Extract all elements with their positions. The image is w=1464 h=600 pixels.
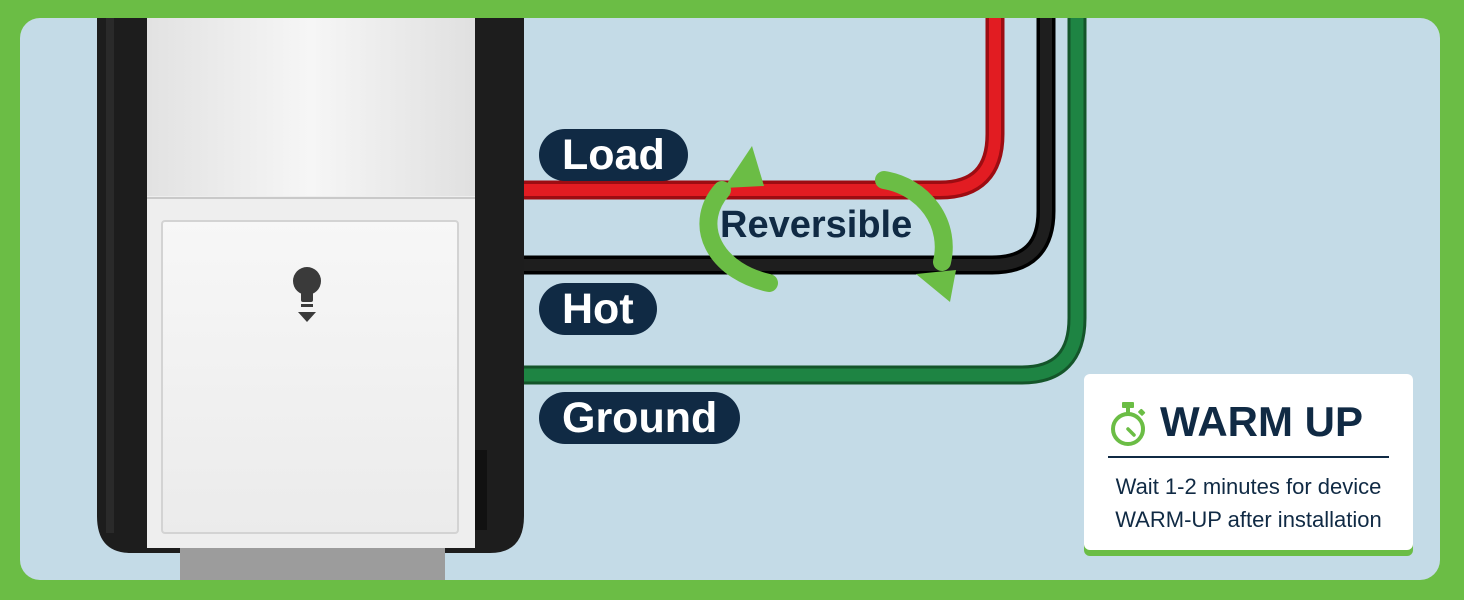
warmup-title: WARM UP — [1160, 398, 1363, 445]
reversible-label: Reversible — [720, 204, 913, 246]
hot-label: Hot — [539, 283, 657, 335]
warmup-line-2: WARM-UP after installation — [1115, 507, 1382, 532]
bulb-icon — [293, 267, 321, 322]
warmup-card: WARM UP Wait 1-2 minutes for device WARM… — [1084, 374, 1413, 550]
ground-label: Ground — [539, 392, 741, 444]
smart-switch — [97, 18, 524, 580]
wires — [524, 18, 1087, 385]
wiring-diagram: Load Hot Ground Reversible WARM UP Wait … — [20, 18, 1440, 580]
warmup-description: Wait 1-2 minutes for device WARM-UP afte… — [1084, 470, 1413, 536]
load-label: Load — [539, 129, 688, 181]
warmup-heading: WARM UP — [1108, 396, 1389, 458]
stopwatch-icon — [1111, 402, 1146, 446]
warmup-line-1: Wait 1-2 minutes for device — [1115, 474, 1382, 499]
reversible-arrows-icon — [699, 146, 956, 302]
